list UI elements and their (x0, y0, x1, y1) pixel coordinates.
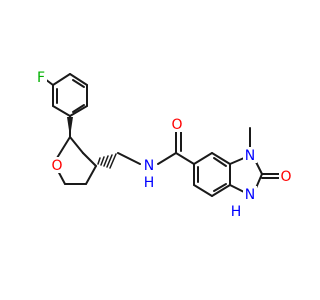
bond (175, 152, 195, 165)
bond (193, 184, 213, 197)
fluorophenyl-ring (44, 73, 88, 117)
bond (52, 105, 71, 117)
bond (157, 152, 177, 165)
nh-hydrogen-label: H (231, 204, 242, 220)
fluorine-label: F (37, 70, 45, 86)
double-bond-inner (213, 183, 227, 192)
molecule-structure: F O O N H N N H O (35, 69, 293, 220)
bond (193, 152, 213, 165)
bond (117, 152, 141, 165)
bond (69, 73, 88, 86)
bond (85, 165, 97, 185)
amide-hydrogen-label: H (144, 175, 155, 191)
benzimidazolone-benzene-ring (193, 152, 231, 197)
bond (255, 173, 263, 189)
double-bond-inner (72, 104, 85, 113)
bond (56, 136, 71, 159)
bond (229, 184, 245, 193)
amide-oxygen-label: O (171, 117, 182, 133)
nh-nitrogen-label: N (245, 187, 255, 203)
bond (211, 184, 231, 197)
bond (69, 136, 84, 154)
bond (52, 73, 71, 86)
bond (255, 161, 263, 175)
hashed-bond (97, 153, 117, 169)
bond (229, 157, 245, 165)
double-bond-inner (72, 79, 85, 88)
urea-oxygen-label: O (280, 169, 291, 185)
atom-labels: F O O N H N N H O (35, 69, 293, 220)
double-bond-inner (213, 157, 227, 167)
bond (69, 105, 88, 117)
amide-nitrogen-label: N (144, 158, 154, 174)
methyl-nitrogen-label: N (245, 148, 255, 164)
ring-oxygen-label: O (51, 158, 62, 174)
wedge-bond (67, 117, 73, 137)
bond (82, 152, 97, 167)
imidazolone-ring (229, 157, 263, 193)
bond (211, 152, 231, 165)
